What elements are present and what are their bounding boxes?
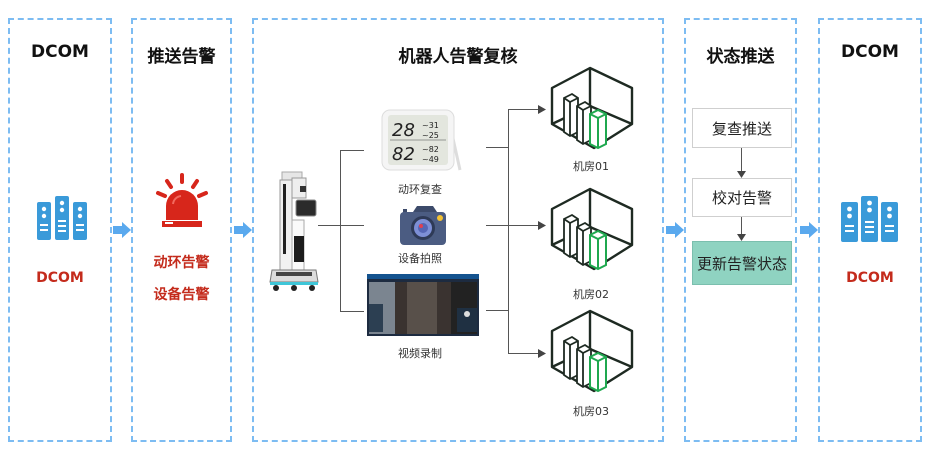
dcom-source-label: DCOM [36, 270, 84, 286]
connector-line [508, 353, 540, 354]
flow-arrow-icon [800, 222, 818, 238]
arrow-down-icon [737, 171, 746, 178]
connector-line [340, 311, 364, 312]
video-screen-icon [367, 274, 479, 336]
action-label-video-record: 视频录制 [398, 347, 442, 360]
panel-push-alarm: 推送告警 动环告警 设备告警 [131, 18, 232, 442]
flow-arrow-icon [113, 222, 131, 238]
connector-line [318, 225, 340, 226]
connector-line [508, 225, 540, 226]
arrow-down-icon [737, 234, 746, 241]
machine-room-icon [550, 66, 634, 150]
step-verify-alarm: 校对告警 [692, 178, 792, 217]
inspection-robot-icon [269, 171, 319, 291]
arrow-head-icon [538, 349, 546, 358]
alarm-type-device: 设备告警 [153, 287, 210, 303]
arrow-head-icon [538, 221, 546, 230]
machine-room-icon [550, 309, 634, 393]
svg-text:~49: ~49 [422, 155, 439, 164]
action-label-device-photo: 设备拍照 [398, 252, 442, 265]
connector-line [486, 310, 508, 311]
connector-line [340, 150, 364, 151]
camera-icon [400, 206, 446, 245]
panel-status-push: 状态推送 复查推送 校对告警 更新告警状态 [684, 18, 797, 442]
connector-line [486, 147, 508, 148]
flow-arrow-icon [666, 222, 684, 238]
svg-text:~25: ~25 [422, 131, 439, 140]
panel-dcom-source: DCOM DCOM [8, 18, 112, 442]
action-label-env-check: 动环复查 [398, 183, 442, 196]
svg-text:82: 82 [392, 144, 415, 165]
panel-dcom-target: DCOM DCOM [818, 18, 922, 442]
step-update-alarm-status: 更新告警状态 [692, 241, 792, 285]
connector-line [508, 109, 509, 354]
alarm-type-env: 动环告警 [153, 255, 210, 271]
svg-text:~82: ~82 [422, 145, 439, 154]
thermo-hygrometer-icon: 28 ~31 ~25 82 ~82 ~49 [381, 109, 462, 171]
panel-title: DCOM [31, 42, 89, 62]
flow-arrow-icon [234, 222, 252, 238]
connector-line [741, 217, 742, 237]
panel-title: 机器人告警复核 [398, 47, 518, 67]
panel-title: DCOM [841, 42, 899, 62]
panel-title: 状态推送 [706, 47, 775, 67]
step-review-push: 复查推送 [692, 108, 792, 148]
connector-line [340, 150, 341, 312]
svg-text:~31: ~31 [422, 121, 439, 130]
room-label: 机房03 [573, 405, 609, 418]
room-label: 机房02 [573, 288, 609, 301]
server-rack-icon [37, 196, 87, 240]
panel-robot-review: 机器人告警复核 [252, 18, 664, 442]
server-rack-icon [841, 196, 898, 242]
arrow-head-icon [538, 105, 546, 114]
dcom-target-label: DCOM [846, 270, 894, 286]
panel-title: 推送告警 [147, 47, 216, 67]
connector-line [340, 225, 364, 226]
connector-line [741, 148, 742, 174]
connector-line [486, 225, 508, 226]
connector-line [508, 109, 540, 110]
svg-text:28: 28 [392, 120, 415, 141]
room-label: 机房01 [573, 160, 609, 173]
alarm-siren-icon [156, 173, 208, 227]
machine-room-icon [550, 187, 634, 271]
